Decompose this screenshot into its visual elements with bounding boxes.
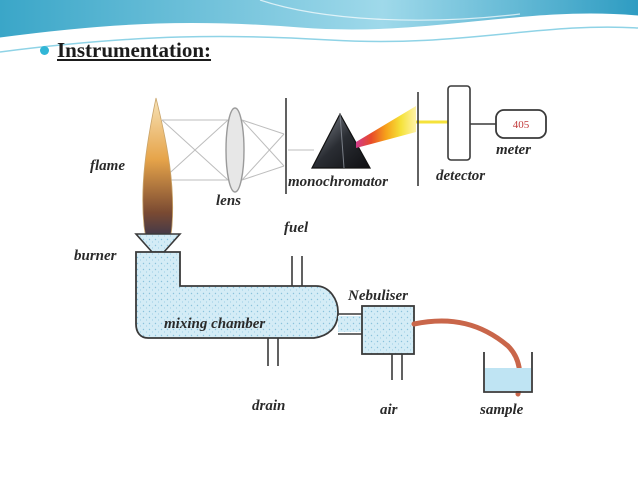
lens-icon bbox=[225, 107, 245, 193]
detector-label: detector bbox=[436, 168, 485, 184]
spectrum-beam bbox=[356, 106, 416, 148]
burner-label: burner bbox=[74, 248, 117, 264]
lens-label: lens bbox=[216, 193, 241, 209]
slide-heading: Instrumentation: bbox=[40, 38, 211, 63]
flame-photometer-diagram: flame burner lens monochromator detector… bbox=[74, 85, 547, 418]
prism-icon bbox=[311, 112, 372, 169]
burner-icon bbox=[134, 233, 182, 253]
heading-text: Instrumentation: bbox=[57, 38, 212, 62]
detector-icon bbox=[447, 85, 471, 161]
flame-label: flame bbox=[90, 158, 125, 174]
mixing-chamber-label: mixing chamber bbox=[164, 316, 265, 332]
nebuliser-icon bbox=[361, 305, 415, 355]
bullet-icon bbox=[40, 46, 49, 55]
air-label: air bbox=[380, 402, 398, 418]
fuel-label: fuel bbox=[284, 220, 309, 236]
header-banner bbox=[0, 0, 638, 53]
monochromator-label: monochromator bbox=[288, 174, 388, 190]
meter-label: meter bbox=[496, 142, 531, 158]
meter-icon bbox=[495, 109, 547, 139]
light-beams bbox=[161, 119, 314, 181]
meter-reading: 405 bbox=[513, 119, 530, 131]
sample-label: sample bbox=[479, 402, 524, 418]
flame-icon bbox=[142, 97, 174, 252]
air-inlet bbox=[391, 354, 403, 380]
fuel-inlet bbox=[291, 256, 303, 286]
mixing-chamber bbox=[135, 251, 339, 339]
drain-outlet bbox=[267, 338, 279, 366]
nebuliser-label: Nebuliser bbox=[347, 288, 408, 304]
sample-beaker bbox=[483, 352, 533, 393]
drain-label: drain bbox=[252, 398, 285, 414]
